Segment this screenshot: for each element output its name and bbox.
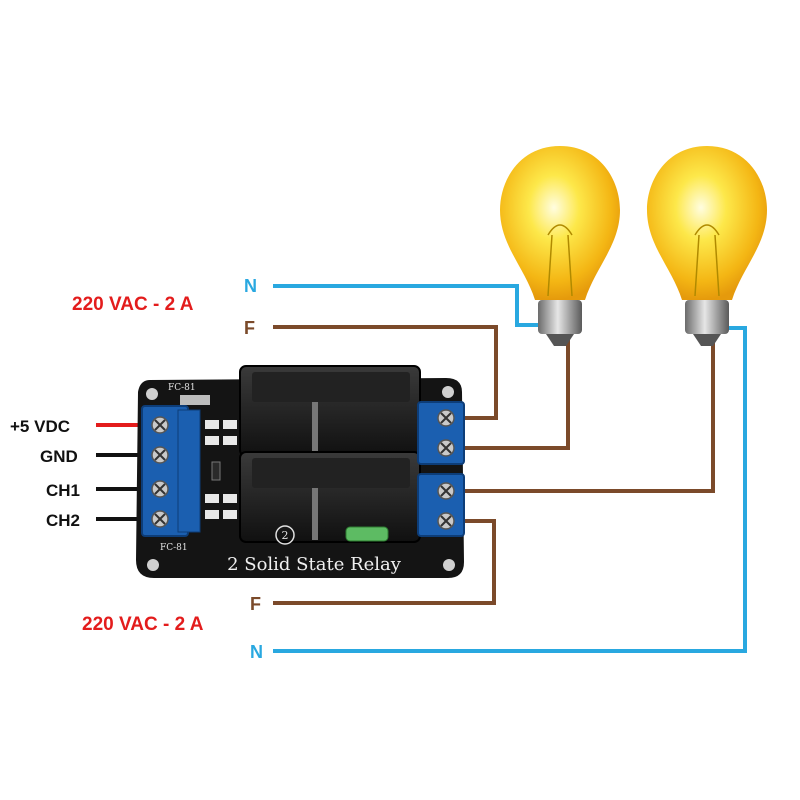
gnd-label: GND — [40, 447, 78, 466]
input-terminal-block — [141, 405, 201, 537]
channel-mark-circle — [275, 525, 295, 545]
neutral-wire-top — [273, 284, 560, 327]
terminal-screw — [151, 446, 169, 464]
terminal-screw — [437, 512, 455, 530]
phase-wire-top — [273, 325, 498, 420]
phase-label-bottom: F — [250, 594, 261, 614]
bulb-filament — [547, 224, 573, 297]
terminal-screw — [437, 482, 455, 500]
bulb-filament — [694, 224, 720, 297]
mounting-hole — [443, 559, 455, 571]
terminal-screw — [437, 409, 455, 427]
output-terminal-block-2 — [417, 473, 465, 537]
neutral-label-top: N — [244, 276, 257, 296]
bulb-glass — [500, 146, 620, 300]
board-model-top: FC-81 — [168, 383, 196, 393]
channel-mark: 2 — [282, 529, 289, 542]
bulb-tip — [693, 334, 721, 346]
mounting-hole — [147, 559, 159, 571]
board-title: 2 Solid State Relay — [227, 554, 402, 575]
ch1-label: CH1 — [46, 481, 80, 500]
output-terminal-block-1 — [417, 401, 465, 465]
relay-board: FC-81 FC-81 2 2 Solid State Relay — [136, 365, 465, 578]
vcc-label: +5 VDC — [10, 417, 70, 436]
lamp2-return-wire — [464, 340, 715, 493]
bulb-glass — [647, 146, 767, 300]
supply-label-bottom: 220 VAC - 2 A — [82, 614, 204, 635]
lamp-1 — [500, 146, 620, 346]
bulb-base — [538, 300, 582, 334]
mounting-hole — [442, 386, 454, 398]
lamp-2 — [647, 146, 767, 346]
terminal-screw — [151, 510, 169, 528]
ssr-module-2 — [239, 451, 421, 543]
lamp1-return-wire — [464, 340, 570, 450]
phase-wire-bottom — [273, 519, 496, 605]
terminal-screw — [437, 439, 455, 457]
terminal-screw — [151, 480, 169, 498]
supply-label-top: 220 VAC - 2 A — [72, 294, 194, 315]
terminal-screw — [151, 416, 169, 434]
bulb-base — [685, 300, 729, 334]
neutral-label-bottom: N — [250, 642, 263, 662]
bulb-tip — [546, 334, 574, 346]
board-model-bottom: FC-81 — [160, 543, 188, 553]
smd-components — [180, 395, 237, 519]
neutral-wire-bottom — [273, 326, 747, 653]
ssr-module-1 — [239, 365, 421, 457]
phase-label-top: F — [244, 318, 255, 338]
ch2-label: CH2 — [46, 511, 80, 530]
mounting-hole — [146, 388, 158, 400]
